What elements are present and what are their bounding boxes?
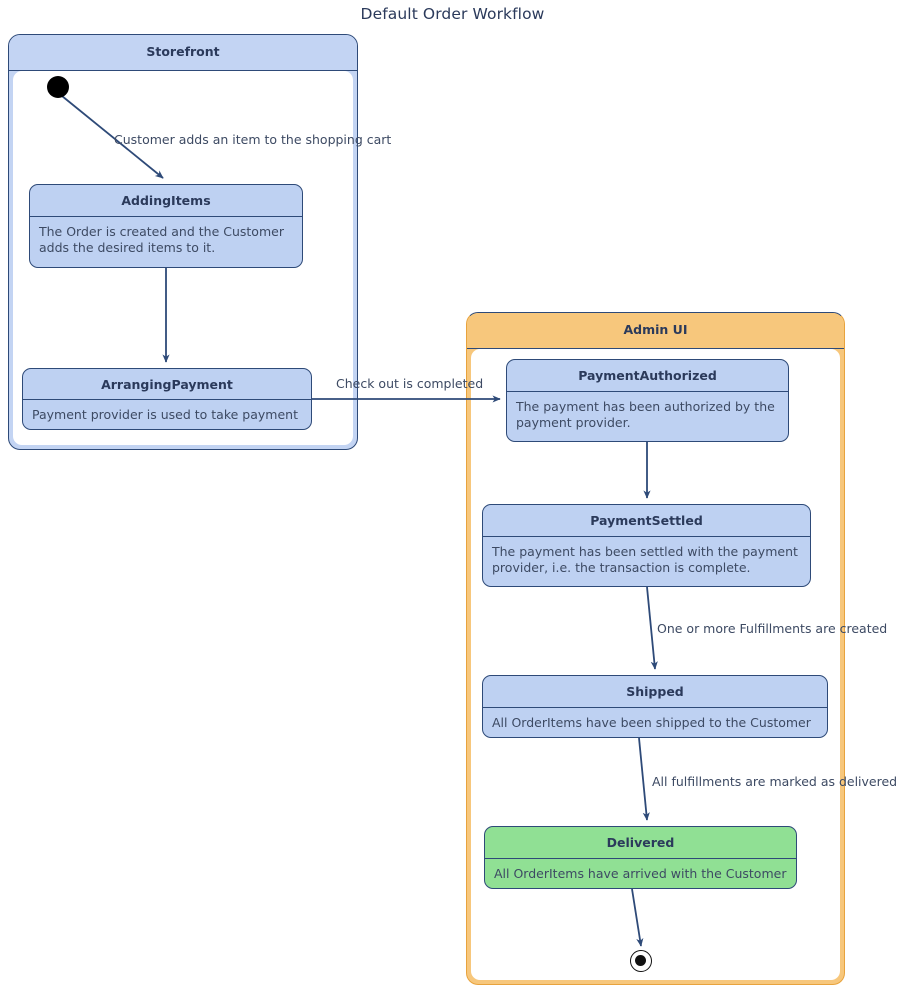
composite-state-storefront-label: Storefront: [9, 35, 357, 71]
state-payment-authorized-description: The payment has been authorized by the p…: [516, 399, 775, 430]
state-adding-items[interactable]: AddingItems The Order is created and the…: [29, 184, 303, 268]
transition-label-marked-delivered: All fulfillments are marked as delivered: [652, 774, 898, 789]
state-shipped-name: Shipped: [483, 676, 827, 708]
state-arranging-payment-name: ArrangingPayment: [23, 369, 311, 400]
state-shipped-description: All OrderItems have been shipped to the …: [492, 715, 811, 730]
transition-label-checkout: Check out is completed: [336, 376, 484, 391]
state-adding-items-name: AddingItems: [30, 185, 302, 217]
state-payment-authorized-name: PaymentAuthorized: [507, 360, 788, 392]
state-arranging-payment-description: Payment provider is used to take payment: [32, 407, 298, 422]
state-payment-settled-name: PaymentSettled: [483, 505, 810, 537]
state-payment-settled-description: The payment has been settled with the pa…: [492, 544, 798, 575]
final-state-inner-dot: [635, 955, 646, 966]
state-payment-authorized[interactable]: PaymentAuthorized The payment has been a…: [506, 359, 789, 442]
diagram-title: Default Order Workflow: [360, 5, 545, 23]
composite-state-admin-ui-label: Admin UI: [467, 313, 844, 349]
state-payment-settled[interactable]: PaymentSettled The payment has been sett…: [482, 504, 811, 587]
initial-state-node[interactable]: [47, 76, 69, 98]
state-adding-items-description: The Order is created and the Customer ad…: [39, 224, 284, 255]
final-state-node[interactable]: [630, 950, 652, 972]
state-delivered[interactable]: Delivered All OrderItems have arrived wi…: [484, 826, 797, 889]
transition-label-fulfillments-created: One or more Fulfillments are created: [657, 621, 888, 636]
state-delivered-name: Delivered: [485, 827, 796, 859]
state-arranging-payment[interactable]: ArrangingPayment Payment provider is use…: [22, 368, 312, 430]
state-shipped[interactable]: Shipped All OrderItems have been shipped…: [482, 675, 828, 738]
transition-label-add-item: Customer adds an item to the shopping ca…: [114, 132, 392, 147]
state-delivered-description: All OrderItems have arrived with the Cus…: [494, 866, 787, 881]
